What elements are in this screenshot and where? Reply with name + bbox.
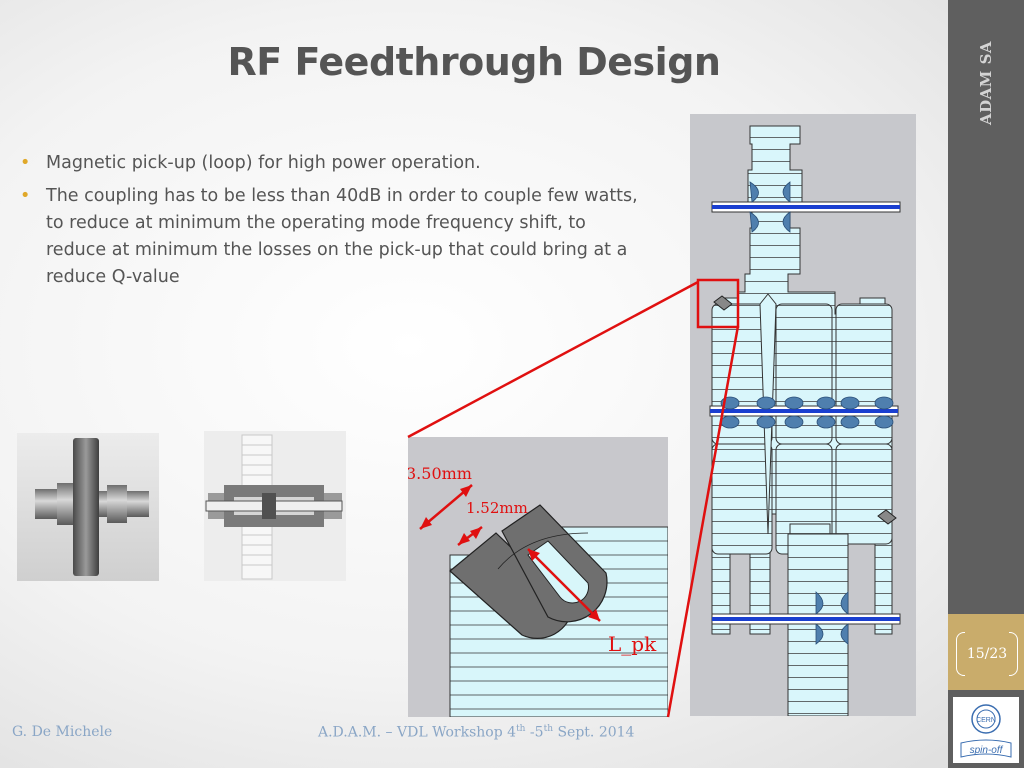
loop-detail-view: 3.50mm 1.52mm L_pk <box>408 437 668 717</box>
logo-icon: CERN spin-off <box>960 704 1012 758</box>
logo-text: CERN <box>976 717 996 724</box>
footer-sup: th <box>543 724 553 734</box>
footer-event-suffix: Sept. 2014 <box>553 724 635 741</box>
cavity-cad-drawing <box>690 114 916 716</box>
footer-author: G. De Michele <box>12 724 113 740</box>
bullet-list: • Magnetic pick-up (loop) for high power … <box>18 150 638 297</box>
dimension-thickness: 3.50mm <box>408 464 472 483</box>
bullet-item: • Magnetic pick-up (loop) for high power … <box>18 150 638 177</box>
footer-sup: th <box>516 724 526 734</box>
bullet-text: The coupling has to be less than 40dB in… <box>46 186 638 287</box>
bullet-marker: • <box>20 186 31 206</box>
callout-line <box>407 280 699 439</box>
dimension-length: L_pk <box>608 632 657 656</box>
bullet-item: • The coupling has to be less than 40dB i… <box>18 183 638 291</box>
brand-text: ADAM SA <box>977 40 995 126</box>
footer-event: A.D.A.M. – VDL Workshop 4th -5th Sept. 2… <box>318 724 634 741</box>
feedthrough-photo-section <box>204 431 346 581</box>
dimension-gap: 1.52mm <box>466 499 528 517</box>
slide-title: RF Feedthrough Design <box>227 40 721 84</box>
footer-event-prefix: A.D.A.M. – VDL Workshop 4 <box>318 724 517 741</box>
page-number: 15/23 <box>956 632 1018 676</box>
logo-tagline: spin-off <box>970 745 1004 756</box>
bullet-marker: • <box>20 153 31 173</box>
feedthrough-photo-external <box>17 433 159 581</box>
bullet-text: Magnetic pick-up (loop) for high power o… <box>46 153 481 173</box>
footer-sep: -5 <box>525 724 544 741</box>
cern-spinoff-logo: CERN spin-off <box>953 697 1019 763</box>
brand-label: ADAM SA <box>972 38 1000 128</box>
page-number-box <box>948 614 1024 690</box>
